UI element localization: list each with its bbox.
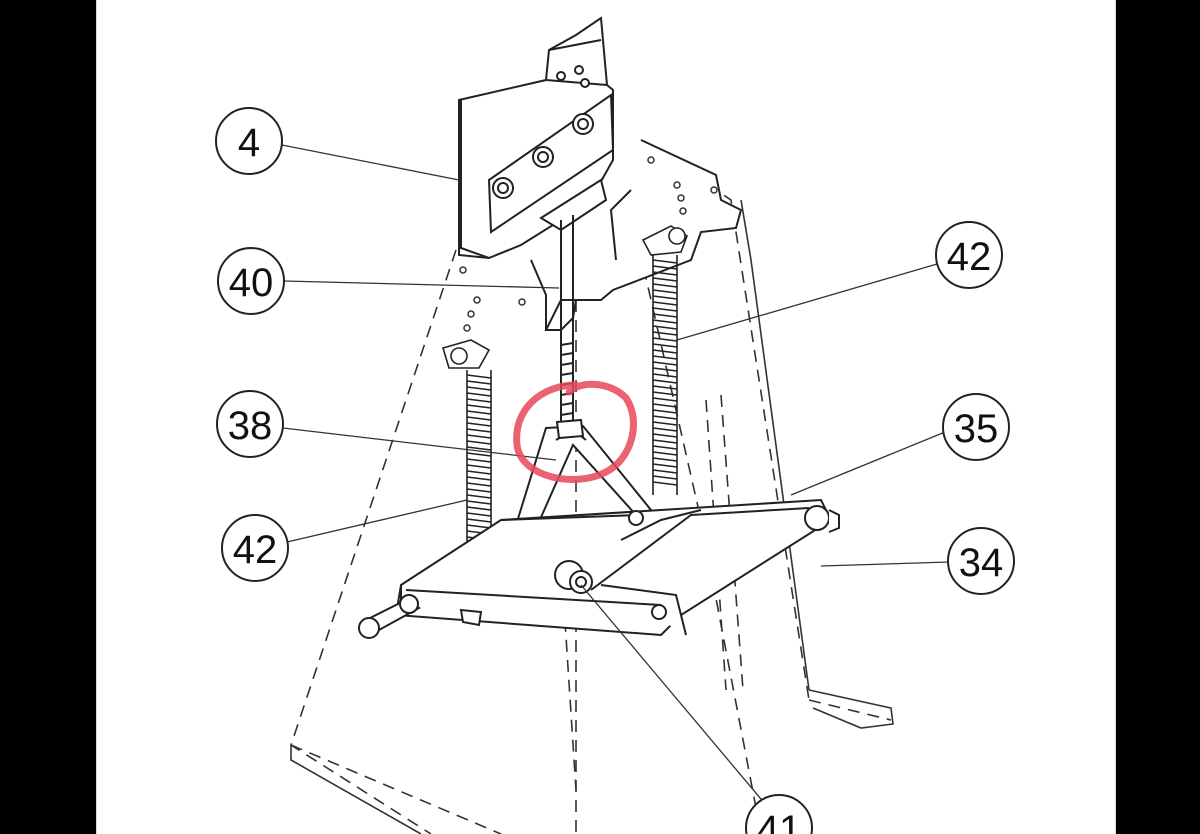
exploded-parts-diagram: 4 40 38 42 42 35 (215, 16, 1015, 834)
right-upright-plate (530, 139, 743, 331)
callout-42-left-label: 42 (233, 528, 278, 572)
leader-lines (281, 144, 950, 806)
center-nut-41 (554, 510, 644, 594)
bracket-bolts (492, 65, 594, 199)
carriage-axle-left (358, 594, 483, 639)
carriage-frame (394, 498, 840, 637)
callout-42-right-label: 42 (947, 235, 992, 279)
callout-40: 40 (217, 247, 285, 315)
plate-holes (459, 156, 718, 332)
callout-35-label: 35 (954, 407, 999, 451)
callout-41-label: 41 (757, 808, 802, 834)
callout-38-label: 38 (228, 404, 273, 448)
dashed-stand-outline (290, 139, 892, 834)
parts-diagram-sheet: 4 40 38 42 42 35 (96, 0, 1116, 834)
callout-4-label: 4 (238, 121, 260, 165)
callout-40-label: 40 (229, 261, 274, 305)
callout-42-left: 42 (221, 514, 289, 582)
callout-42-right: 42 (935, 221, 1003, 289)
callout-34-label: 34 (959, 541, 1004, 585)
callout-34: 34 (947, 527, 1015, 595)
yoke-nut (555, 418, 585, 440)
red-highlight-circle (513, 380, 637, 483)
callout-38: 38 (216, 390, 284, 458)
callout-4: 4 (215, 107, 283, 175)
top-bracket (458, 16, 615, 260)
callout-41: 41 (745, 794, 813, 834)
right-spring (641, 225, 688, 495)
callout-35: 35 (942, 393, 1010, 461)
